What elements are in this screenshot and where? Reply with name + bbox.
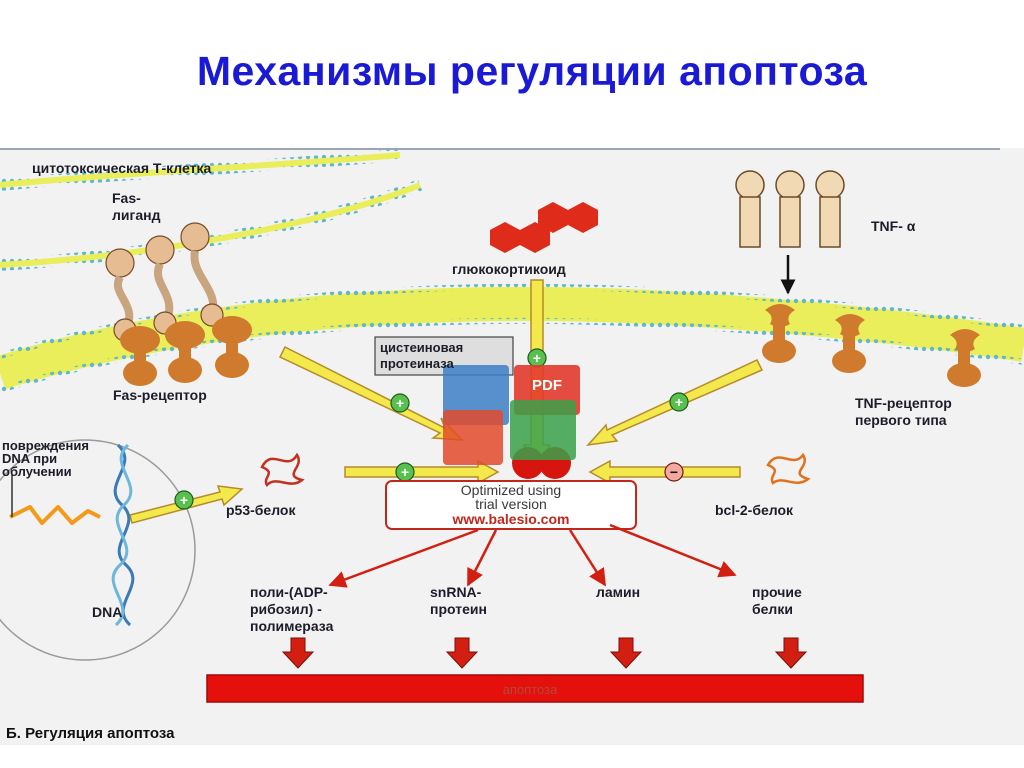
dna-helix-icon (111, 443, 135, 627)
label-dna-damage-1: повреждения (2, 438, 89, 453)
label-lamin: ламин (596, 584, 640, 600)
label-dna: DNA (92, 604, 122, 620)
label-snrna-2: протеин (430, 601, 487, 617)
label-cysteine-2: протеиназа (380, 356, 455, 371)
radiation-zigzag-icon (9, 505, 101, 525)
label-cysteine-1: цистеиновая (380, 340, 463, 355)
label-fas-receptor: Fas-рецептор (113, 387, 207, 403)
p53-protein-icon (260, 452, 305, 487)
arrow-to-lamin (568, 529, 607, 587)
down-arrow-1 (281, 637, 315, 669)
label-p53: p53-белок (226, 502, 296, 518)
plus-marker-dna: + (174, 490, 194, 510)
plus-marker-glucocorticoid: + (527, 348, 547, 368)
label-bcl2: bcl-2-белок (715, 502, 794, 518)
label-tnf-receptor-1: TNF-рецептор (855, 395, 952, 411)
apoptosis-bar (206, 674, 864, 703)
svg-text:−: − (670, 464, 678, 480)
arrow-to-parp (328, 528, 479, 588)
label-tnf-alpha: TNF- α (871, 218, 916, 234)
watermark-url: www.balesio.com (452, 511, 570, 527)
label-tnf-receptor-2: первого типа (855, 412, 947, 428)
watermark-box (385, 480, 637, 530)
down-arrow-3 (609, 637, 643, 669)
label-parp-2: рибозил) - (250, 601, 322, 617)
label-dna-damage-2: DNA при (2, 451, 57, 466)
label-other-2: белки (752, 601, 793, 617)
label-parp-1: поли-(ADP- (250, 584, 328, 600)
target-arrows (328, 523, 737, 588)
label-fas-ligand-2: лиганд (112, 207, 161, 223)
fas-ligand-receptor-complex (105, 222, 252, 386)
label-fas-ligand-1: Fas- (112, 190, 141, 206)
svg-text:+: + (533, 350, 541, 366)
bcl2-protein-icon (766, 452, 811, 485)
glucocorticoid-molecule-icon (490, 202, 598, 253)
pdf-badge-text: PDF (532, 377, 562, 394)
plus-marker-p53: + (395, 462, 415, 482)
arrow-to-snrna (466, 529, 498, 587)
page-title: Механизмы регуляции апоптоза (196, 48, 868, 94)
arrow-to-other-proteins (609, 523, 737, 578)
svg-text:+: + (675, 394, 683, 410)
down-arrow-4 (774, 637, 808, 669)
fas-ligand-icon (105, 222, 224, 342)
watermark-icons: PDF (443, 365, 580, 465)
down-arrow-2 (445, 637, 479, 669)
apoptosis-diagram: + + + + + − PDF (0, 148, 1024, 745)
figure-caption: Б. Регуляция апоптоза (6, 725, 175, 742)
watermark-line1: Optimized using (461, 482, 561, 498)
fas-receptor-icon (120, 316, 252, 386)
label-dna-damage-3: облучении (2, 464, 72, 479)
nucleus-outline (0, 439, 196, 661)
label-parp-3: полимераза (250, 618, 334, 634)
down-arrows (281, 637, 808, 669)
svg-text:+: + (180, 492, 188, 508)
tnf-receptor-icon (762, 304, 981, 387)
label-t-cell: цитотоксическая Т-клетка (32, 160, 211, 176)
svg-text:+: + (401, 464, 409, 480)
svg-text:+: + (396, 395, 404, 411)
minus-marker-bcl2: − (664, 462, 684, 482)
label-snrna-1: snRNA- (430, 584, 482, 600)
plus-marker-tnf: + (669, 392, 689, 412)
t-cell-membrane (0, 149, 423, 271)
apoptosis-bar-label: апоптоза (503, 682, 558, 697)
p53-activation-arrow (344, 459, 500, 485)
plus-marker-fas: + (390, 393, 410, 413)
label-glucocorticoid: глюкокортикоид (452, 261, 566, 277)
label-other-1: прочие (752, 584, 802, 600)
watermark-line2: trial version (475, 496, 547, 512)
tnf-alpha-icon (735, 170, 845, 248)
